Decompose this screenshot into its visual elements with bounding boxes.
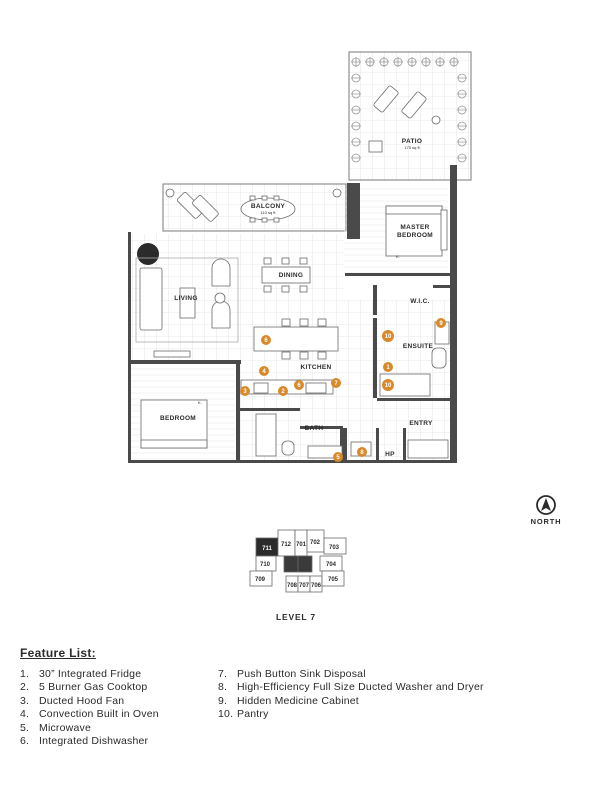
feature-marker-2: 2 <box>278 386 288 396</box>
feature-marker-1: 1 <box>383 362 393 372</box>
master-bedroom-k: K. <box>396 254 400 259</box>
key-unit-710: 710 <box>260 562 271 568</box>
feature-list: Feature List: 1.30” Integrated Fridge 2.… <box>20 646 590 786</box>
feature-marker-10b: 10 <box>382 379 394 391</box>
svg-text:9: 9 <box>439 321 443 327</box>
north-label: NORTH <box>531 517 562 526</box>
key-unit-706: 706 <box>311 583 322 589</box>
svg-text:8: 8 <box>360 450 364 456</box>
svg-text:1: 1 <box>386 365 390 371</box>
master-bedroom-label-line1: MASTER <box>400 224 429 231</box>
feature-marker-10a: 10 <box>382 330 394 342</box>
feature-item: 7.Push Button Sink Disposal <box>218 668 366 680</box>
feature-marker-6a: 6 <box>261 335 271 345</box>
svg-text:4: 4 <box>262 369 266 375</box>
balcony: BALCONY 110 sq ft <box>162 183 347 232</box>
north-arrow-icon <box>536 495 556 515</box>
dining-label: DINING <box>279 272 304 279</box>
feature-item: 6.Integrated Dishwasher <box>20 734 149 747</box>
svg-text:2: 2 <box>281 389 285 395</box>
key-unit-712: 712 <box>281 542 292 548</box>
bedroom-k: K. <box>198 400 202 405</box>
key-unit-702: 702 <box>310 540 321 546</box>
key-unit-711: 711 <box>262 546 272 552</box>
walls <box>128 165 457 463</box>
key-unit-701: 701 <box>296 542 307 548</box>
lounge-chair-icons <box>368 85 441 153</box>
svg-text:3: 3 <box>243 389 247 395</box>
feature-markers: 1 2 3 4 5 6 6 7 8 9 10 10 <box>240 318 446 462</box>
bedroom-label: BEDROOM <box>160 415 196 422</box>
level-label: LEVEL 7 <box>276 612 316 622</box>
ensuite-label: ENSUITE <box>403 343 434 350</box>
svg-text:7: 7 <box>334 381 338 387</box>
patio-label: PATIO <box>402 138 422 145</box>
key-unit-709: 709 <box>255 577 266 583</box>
feature-item: 1.30” Integrated Fridge <box>20 668 142 680</box>
key-unit-703: 703 <box>329 545 340 551</box>
svg-text:6: 6 <box>297 383 301 389</box>
feature-marker-6b: 6 <box>294 380 304 390</box>
column <box>137 243 159 265</box>
key-unit-708: 708 <box>287 583 298 589</box>
hp-label: HP <box>385 451 395 458</box>
key-unit-705: 705 <box>328 577 339 583</box>
feature-list-title: Feature List: <box>20 646 96 660</box>
feature-item: 9.Hidden Medicine Cabinet <box>218 694 359 707</box>
key-unit-707: 707 <box>299 583 310 589</box>
svg-text:10: 10 <box>385 383 392 389</box>
master-bedroom-label-line2: BEDROOM <box>397 232 433 239</box>
feature-item: 5.Microwave <box>20 721 91 734</box>
floor-plan: PATIO 175 sq ft BALCONY 110 sq ft <box>128 51 562 622</box>
feature-item: 4.Convection Built in Oven <box>20 708 159 721</box>
feature-item: 10.Pantry <box>218 708 269 721</box>
feature-column-right: 7.Push Button Sink Disposal 8.High-Effic… <box>218 668 484 722</box>
feature-column-left: 1.30” Integrated Fridge 2.5 Burner Gas C… <box>20 668 159 748</box>
entry-label: ENTRY <box>409 420 433 427</box>
planter-icons <box>351 57 467 163</box>
balcony-area: 110 sq ft <box>260 210 276 215</box>
patio-area: 175 sq ft <box>404 145 420 150</box>
living-label: LIVING <box>174 295 197 302</box>
feature-item: 3.Ducted Hood Fan <box>20 694 125 707</box>
svg-text:10: 10 <box>385 334 392 340</box>
feature-marker-7: 7 <box>331 378 341 388</box>
patio: PATIO 175 sq ft <box>348 51 472 181</box>
feature-marker-3: 3 <box>240 386 250 396</box>
feature-marker-5: 5 <box>333 452 343 462</box>
key-plan <box>249 529 347 593</box>
kitchen-label: KITCHEN <box>301 364 332 371</box>
feature-marker-9: 9 <box>436 318 446 328</box>
svg-text:6: 6 <box>264 338 268 344</box>
feature-item: 8.High-Efficiency Full Size Ducted Washe… <box>218 681 484 694</box>
feature-marker-4: 4 <box>259 366 269 376</box>
svg-text:5: 5 <box>336 455 340 461</box>
furniture <box>135 205 450 459</box>
feature-item: 2.5 Burner Gas Cooktop <box>20 681 148 694</box>
feature-marker-8: 8 <box>357 447 367 457</box>
balcony-label: BALCONY <box>251 203 286 210</box>
key-unit-704: 704 <box>326 562 337 568</box>
bath-label: BATH <box>305 425 324 432</box>
wic-label: W.I.C. <box>410 298 430 305</box>
